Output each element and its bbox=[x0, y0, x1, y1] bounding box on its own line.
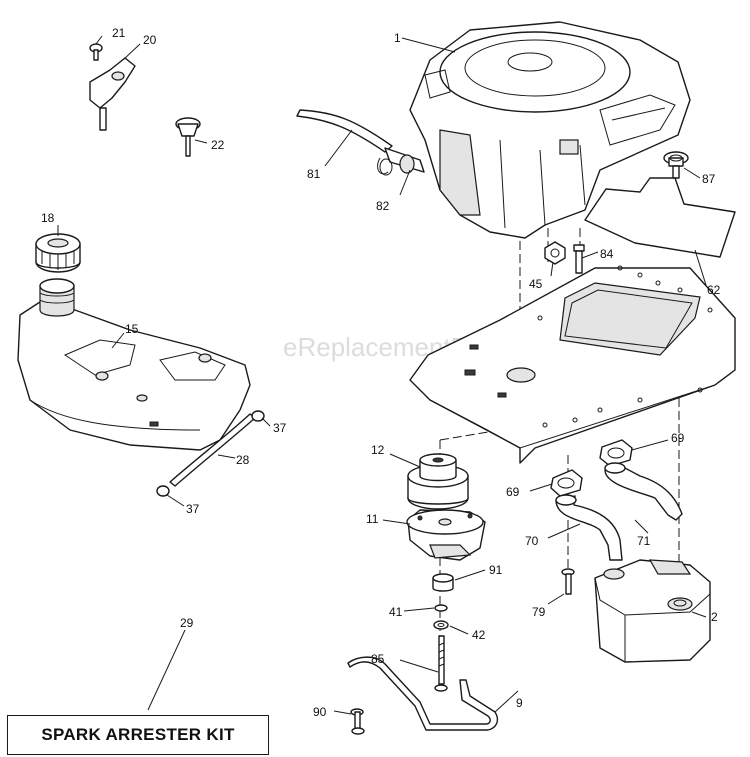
gasket-part-69-lower bbox=[550, 469, 583, 497]
callout-69-upper: 69 bbox=[671, 431, 685, 445]
engine-part-1 bbox=[409, 21, 691, 239]
callout-11: 11 bbox=[366, 512, 379, 526]
callout-18: 18 bbox=[41, 211, 55, 225]
knob-part-22 bbox=[175, 117, 201, 157]
callout-81: 81 bbox=[307, 167, 321, 181]
callout-21: 21 bbox=[112, 26, 126, 40]
hose-clamp-part-37-lower bbox=[156, 485, 170, 497]
spacer-part-91 bbox=[432, 573, 454, 592]
callout-71: 71 bbox=[637, 534, 651, 548]
callout-28: 28 bbox=[236, 453, 250, 467]
fuel-cap-part-18 bbox=[35, 233, 81, 273]
callout-9: 9 bbox=[516, 696, 523, 710]
bracket-part-9 bbox=[347, 656, 499, 731]
callout-20: 20 bbox=[143, 33, 157, 47]
callout-79: 79 bbox=[532, 605, 546, 619]
clutch-part-11 bbox=[406, 509, 486, 561]
fuel-line-part-81 bbox=[296, 109, 425, 174]
muffler-part-2 bbox=[594, 559, 711, 663]
bracket-part-20 bbox=[89, 57, 136, 131]
callout-labels: 1 21 20 22 81 82 87 18 84 45 62 15 37 28… bbox=[41, 26, 721, 719]
callout-90: 90 bbox=[313, 705, 327, 719]
callout-45: 45 bbox=[529, 277, 543, 291]
screw-part-87 bbox=[663, 151, 689, 179]
callout-42: 42 bbox=[472, 628, 486, 642]
pulley-part-12 bbox=[407, 453, 469, 510]
callout-41: 41 bbox=[389, 605, 403, 619]
callout-84: 84 bbox=[600, 247, 614, 261]
washer-part-41 bbox=[434, 604, 448, 612]
gasket-part-69-upper bbox=[599, 439, 633, 467]
bolt-part-79 bbox=[561, 568, 575, 595]
screw-part-21 bbox=[89, 43, 103, 61]
exhaust-pipe-part-71 bbox=[604, 462, 683, 521]
callout-91: 91 bbox=[489, 563, 503, 577]
leader-lines bbox=[57, 35, 707, 715]
callout-1: 1 bbox=[394, 31, 401, 45]
clamp-part-82 bbox=[377, 157, 393, 176]
callout-87: 87 bbox=[702, 172, 716, 186]
callout-62: 62 bbox=[707, 283, 721, 297]
bolt-part-90 bbox=[350, 708, 365, 735]
callout-22: 22 bbox=[211, 138, 225, 152]
callout-85: 85 bbox=[371, 652, 385, 666]
callout-12: 12 bbox=[371, 443, 385, 457]
callout-15: 15 bbox=[125, 322, 139, 336]
mounting-plate bbox=[409, 265, 736, 464]
hose-clamp-part-37-upper bbox=[251, 410, 265, 422]
fuel-tank-part-15 bbox=[17, 278, 251, 451]
callout-69-lower: 69 bbox=[506, 485, 520, 499]
exhaust-pipe-part-70 bbox=[555, 494, 623, 561]
callout-2: 2 bbox=[711, 610, 718, 624]
bolt-part-85 bbox=[434, 635, 448, 692]
callout-37-upper: 37 bbox=[273, 421, 287, 435]
callout-29: 29 bbox=[180, 616, 194, 630]
bolt-part-84 bbox=[573, 244, 585, 274]
callout-82: 82 bbox=[376, 199, 390, 213]
washer-part-42 bbox=[433, 620, 449, 630]
heat-shield-part-62 bbox=[584, 177, 736, 258]
fuel-hose-part-28 bbox=[169, 413, 256, 487]
spark-arrester-kit-label: SPARK ARRESTER KIT bbox=[7, 715, 269, 755]
callout-70: 70 bbox=[525, 534, 539, 548]
nut-part-45 bbox=[544, 241, 566, 265]
callout-37-lower: 37 bbox=[186, 502, 200, 516]
